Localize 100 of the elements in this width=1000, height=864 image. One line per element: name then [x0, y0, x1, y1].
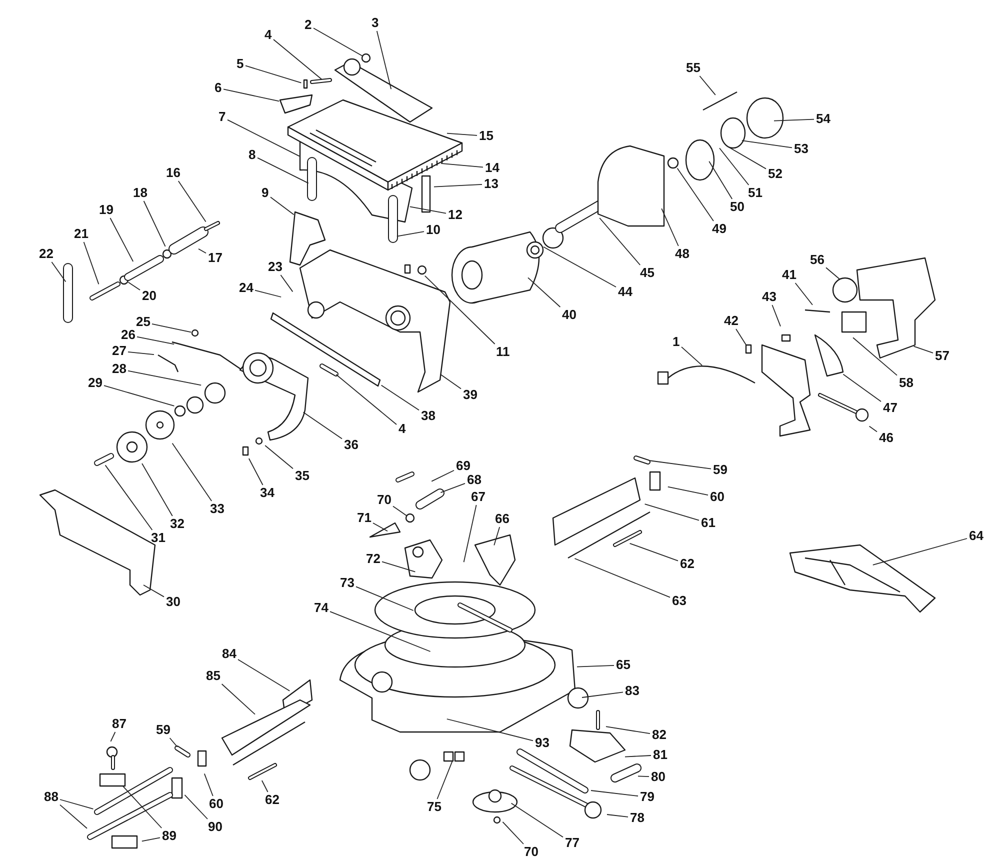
leader-line [728, 146, 766, 170]
leader-line [606, 814, 628, 818]
leader-line [380, 384, 420, 411]
leader-line [261, 780, 268, 792]
leader-line [424, 275, 496, 344]
leader-line [852, 337, 898, 376]
leader-line [510, 802, 564, 838]
callout-number: 81 [652, 748, 668, 762]
callout-number: 25 [135, 315, 152, 329]
leader-line [356, 586, 414, 611]
leader-line [221, 684, 256, 715]
callout-number: 9 [260, 186, 270, 200]
callout-number: 49 [711, 222, 728, 236]
leader-line [254, 290, 282, 298]
leader-line [302, 412, 342, 440]
leader-line [638, 776, 650, 778]
leader-line [708, 160, 733, 200]
leader-line [273, 39, 322, 80]
callout-number: 31 [150, 531, 166, 545]
callout-number: 73 [339, 576, 356, 590]
leader-line [178, 180, 206, 222]
leader-line [223, 88, 280, 102]
leader-line [440, 162, 484, 168]
callout-number: 65 [615, 658, 632, 672]
leader-line [772, 304, 781, 327]
leader-line [172, 442, 212, 502]
leader-line [446, 718, 534, 742]
callout-number: 47 [882, 401, 898, 415]
leader-line [661, 208, 679, 246]
callout-number: 38 [420, 409, 436, 423]
callout-number: 41 [781, 268, 798, 282]
leader-line [110, 732, 116, 742]
callout-number: 26 [120, 328, 136, 342]
callout-number: 24 [238, 281, 254, 295]
callout-number: 12 [447, 208, 464, 222]
callout-number: 79 [639, 790, 656, 804]
callout-number: 62 [679, 557, 696, 571]
callout-number: 4 [264, 28, 273, 42]
callout-number: 45 [639, 266, 656, 280]
callout-number: 30 [165, 595, 182, 609]
callout-number: 69 [455, 459, 472, 473]
leader-line [582, 692, 624, 698]
callout-number: 8 [248, 148, 257, 162]
leader-line [624, 755, 652, 758]
callout-number: 36 [343, 438, 360, 452]
leader-line [629, 542, 678, 562]
callout-number: 61 [700, 516, 716, 530]
callout-number: 59 [155, 723, 172, 737]
leader-line [382, 561, 416, 572]
callout-number: 85 [205, 669, 222, 683]
callout-number: 10 [425, 223, 442, 237]
leader-line [60, 804, 88, 829]
leader-line [396, 231, 424, 237]
callout-number: 66 [494, 512, 510, 526]
callout-number: 21 [73, 227, 90, 241]
leader-line [83, 242, 100, 285]
callout-number: 6 [214, 81, 223, 95]
leader-line [446, 132, 478, 136]
callout-number: 50 [729, 200, 746, 214]
leader-line [681, 346, 702, 366]
leader-line [440, 482, 466, 494]
leader-line [376, 30, 392, 90]
callout-number: 35 [294, 469, 310, 483]
leader-line [774, 118, 814, 122]
leader-line [204, 773, 214, 796]
callout-number: 29 [87, 376, 104, 390]
callout-number: 23 [267, 260, 284, 274]
leader-line [644, 504, 700, 521]
callout-number: 32 [169, 517, 186, 531]
callout-number: 4 [398, 422, 407, 436]
leader-line [227, 119, 300, 157]
callout-number: 64 [968, 529, 984, 543]
callout-number: 87 [111, 717, 128, 731]
leader-line [152, 323, 192, 333]
leader-line [198, 248, 206, 254]
leader-line [51, 262, 66, 282]
callout-number: 15 [478, 129, 494, 143]
callout-number: 3 [370, 16, 380, 30]
callout-number: 88 [43, 790, 60, 804]
leader-line [257, 157, 309, 184]
callout-number: 40 [561, 308, 578, 322]
leader-line [409, 206, 446, 214]
callout-number: 7 [218, 110, 227, 124]
callout-number: 67 [470, 490, 486, 504]
leader-line [648, 460, 712, 470]
callout-number: 82 [651, 728, 668, 742]
leader-line [742, 140, 792, 148]
callout-number: 34 [259, 486, 276, 500]
leader-line [676, 168, 714, 222]
leader-line [143, 584, 164, 598]
leader-line [431, 470, 454, 482]
callout-number: 1 [672, 335, 681, 349]
leader-line [169, 738, 178, 748]
leader-line [440, 374, 462, 390]
callout-number: 71 [356, 511, 372, 525]
callout-number: 44 [617, 285, 634, 299]
callout-number: 54 [815, 112, 832, 126]
callout-number: 33 [209, 502, 226, 516]
callout-number: 16 [165, 166, 182, 180]
callout-number: 43 [761, 290, 778, 304]
